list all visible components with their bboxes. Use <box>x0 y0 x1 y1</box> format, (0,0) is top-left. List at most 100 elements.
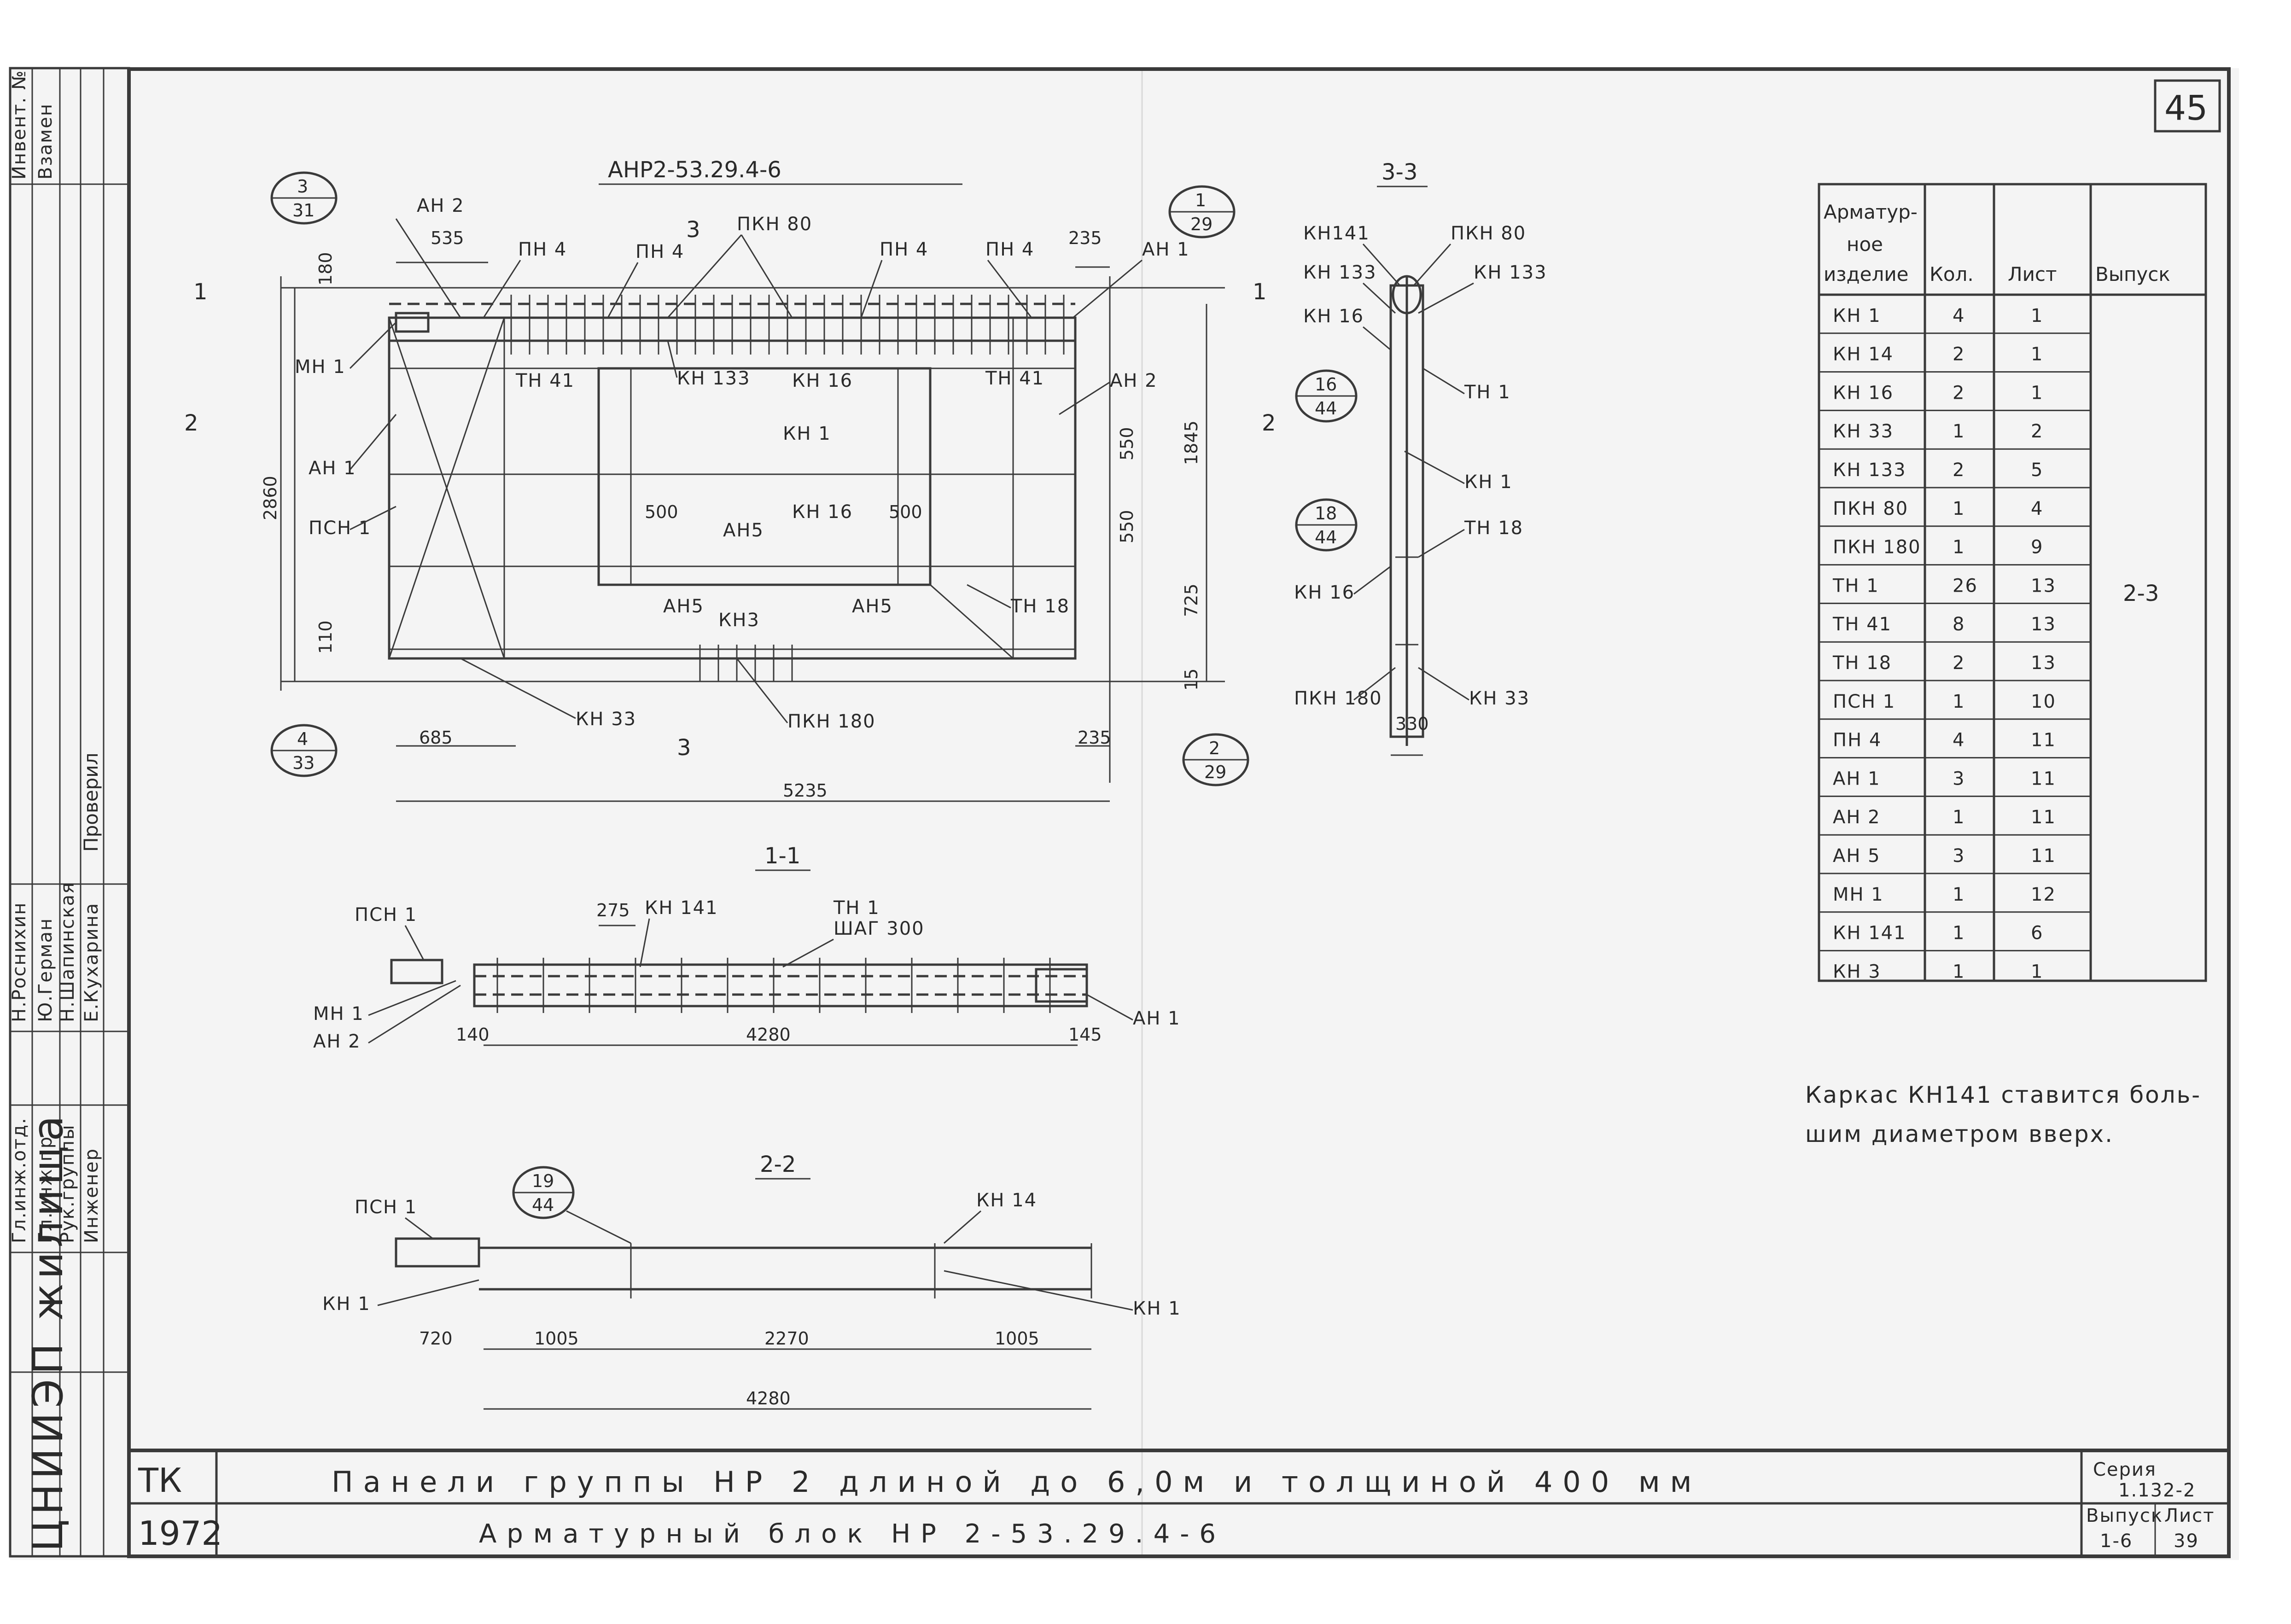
s33-dim-330: 330 <box>1395 714 1429 734</box>
table-cell-sheet: 9 <box>2031 537 2043 558</box>
s33-lbl-pkn80: ПКН 80 <box>1451 223 1526 244</box>
dim-550-a: 550 <box>1117 427 1137 460</box>
lbl-psn1: ПСН 1 <box>309 518 371 539</box>
table-cell-product: КН 141 <box>1833 923 1906 944</box>
dim-685: 685 <box>419 728 453 748</box>
cut-3-top: 3 <box>686 217 700 243</box>
dim-500-b: 500 <box>889 502 922 522</box>
lbl-an5-b: АН5 <box>663 596 704 617</box>
s11-dim-145: 145 <box>1068 1024 1102 1045</box>
table-cell-sheet: 4 <box>2031 498 2043 519</box>
table-cell-qty: 1 <box>1953 498 1965 519</box>
cut-3-bottom: 3 <box>677 735 691 761</box>
lbl-pkn80: ПКН 80 <box>737 214 812 235</box>
table-cell-sheet: 11 <box>2031 768 2056 789</box>
table-cell-qty: 3 <box>1953 768 1965 789</box>
s22-dim-2270: 2270 <box>764 1328 809 1349</box>
table-header-sheet: Лист <box>2008 263 2057 285</box>
table-cell-sheet: 1 <box>2031 344 2043 365</box>
lbl-kn16-b: КН 16 <box>792 501 853 523</box>
lbl-tn41-a: ТН 41 <box>515 370 575 391</box>
stamp-name-1: Н.Роснихин <box>9 902 30 1022</box>
table-cell-qty: 1 <box>1953 807 1965 828</box>
release-value: 1-6 <box>2100 1531 2133 1552</box>
callout-1-29: 1 29 <box>1168 185 1236 239</box>
table-cell-product: ТН 1 <box>1832 575 1879 596</box>
svg-text:19: 19 <box>532 1171 554 1191</box>
s11-dim-275: 275 <box>596 900 630 920</box>
s33-lbl-tn1: ТН 1 <box>1464 382 1511 403</box>
dim-235-b: 235 <box>1078 728 1111 748</box>
callout-4-33: 4 33 <box>270 724 338 777</box>
callout-19-44: 19 44 <box>512 1166 631 1244</box>
table-cell-qty: 2 <box>1953 652 1965 674</box>
svg-text:31: 31 <box>292 200 315 221</box>
table-cell-sheet: 11 <box>2031 730 2056 751</box>
lbl-pn4-b: ПН 4 <box>635 241 684 262</box>
table-header-product-1: Арматур- <box>1824 201 1918 223</box>
svg-text:44: 44 <box>1315 527 1337 547</box>
table-cell-qty: 2 <box>1953 344 1965 365</box>
note: Каркас КН141 ставится боль- шим диаметро… <box>1805 1082 2201 1147</box>
table-header-product-3: изделие <box>1824 263 1909 285</box>
main-view: АНР2-53.29.4-6 <box>184 157 1276 802</box>
table-cell-sheet: 5 <box>2031 460 2043 481</box>
table-header-product-2: ное <box>1847 233 1883 256</box>
table-cell-product: АН 5 <box>1833 845 1881 867</box>
table-cell-qty: 1 <box>1953 961 1965 982</box>
series-value: 1.132-2 <box>2118 1480 2196 1501</box>
cut-2-left: 2 <box>184 410 198 436</box>
stamp-name-4: Е.Кухарина <box>81 902 102 1022</box>
table-cell-qty: 26 <box>1953 575 1978 596</box>
table-cell-qty: 4 <box>1953 305 1965 326</box>
s33-lbl-pkn180: ПКН 180 <box>1294 688 1382 709</box>
s22-dim-4280: 4280 <box>746 1388 791 1409</box>
table-cell-product: ПКН 80 <box>1833 498 1908 519</box>
lbl-tn18: ТН 18 <box>1010 596 1070 617</box>
callout-18-44: 18 44 <box>1295 498 1358 552</box>
lbl-an1-top: АН 1 <box>1142 239 1190 260</box>
table-cell-product: КН 14 <box>1833 344 1894 365</box>
table-cell-qty: 1 <box>1953 421 1965 442</box>
note-line-1: Каркас КН141 ставится боль- <box>1805 1082 2201 1108</box>
title-block: ТК 1972 Панели группы НР 2 длиной до 6,0… <box>138 1459 2214 1553</box>
year: 1972 <box>138 1514 222 1553</box>
lbl-an2-right: АН 2 <box>1110 370 1158 391</box>
callout-3-31: 3 31 <box>270 171 338 225</box>
s22-dim-1005-a: 1005 <box>534 1328 579 1349</box>
s33-lbl-kn16-b: КН 16 <box>1294 582 1355 603</box>
dim-725: 725 <box>1181 583 1201 617</box>
table-cell-product: АН 1 <box>1833 768 1881 789</box>
table-cell-sheet: 11 <box>2031 807 2056 828</box>
section-2-2: 2-2 ПСН 1 КН 14 КН 1 КН 1 720 1005 2270 … <box>322 1152 1180 1410</box>
sheet-number-box: 45 <box>2154 79 2221 133</box>
lbl-kn133: КН 133 <box>677 368 751 389</box>
dim-180: 180 <box>315 252 336 285</box>
stamp-name-3: Н.Шапинская <box>57 882 78 1022</box>
table-cell-product: МН 1 <box>1833 884 1884 905</box>
s11-lbl-mn1: МН 1 <box>313 1003 364 1024</box>
paper <box>10 68 2239 1560</box>
lbl-pkn180: ПКН 180 <box>787 711 876 732</box>
table-cell-qty: 2 <box>1953 382 1965 403</box>
table-cell-qty: 1 <box>1953 923 1965 944</box>
svg-text:3: 3 <box>297 176 308 197</box>
table-cell-qty: 3 <box>1953 845 1965 867</box>
s33-lbl-tn18: ТН 18 <box>1464 518 1523 539</box>
series-label: Серия <box>2093 1459 2157 1480</box>
dim-5235: 5235 <box>783 780 828 801</box>
s22-dim-1005-b: 1005 <box>995 1328 1039 1349</box>
table-cell-product: КН 3 <box>1833 961 1881 982</box>
stamp-role-4: Инженер <box>81 1148 102 1243</box>
table-cell-product: ПСН 1 <box>1833 691 1895 712</box>
s33-lbl-kn133-a: КН 133 <box>1303 262 1377 283</box>
title-line-1: Панели группы НР 2 длиной до 6,0м и толщ… <box>332 1465 1702 1499</box>
section-2-2-title: 2-2 <box>760 1152 796 1177</box>
lbl-kn16-a: КН 16 <box>792 370 853 391</box>
section-1-1-title: 1-1 <box>764 843 800 869</box>
table-cell-sheet: 1 <box>2031 961 2043 982</box>
lbl-tn41-b: ТН 41 <box>985 368 1044 389</box>
table-cell-sheet: 13 <box>2031 652 2056 674</box>
cut-2-right: 2 <box>1262 410 1276 436</box>
title-line-2: Арматурный блок НР 2-53.29.4-6 <box>479 1519 1226 1549</box>
